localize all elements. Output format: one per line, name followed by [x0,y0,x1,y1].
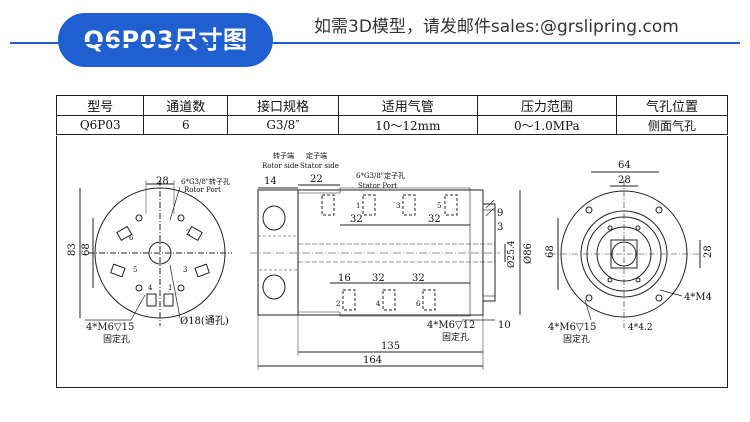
side-port-bottom [422,289,436,311]
left-port-num: 5 [133,266,137,274]
side-port-num: 6 [416,300,421,308]
right-m4-hole [635,225,641,231]
spec-cell-interface: G3/8″ [227,115,339,135]
side-port-top [362,194,376,216]
side-dim-32: 32 [428,214,441,225]
spec-table-row: Q6P03 6 G3/8″ 10～12mm 0～1.0MPa 侧面气孔 [55,115,728,135]
side-rotor-side-en: Rotor side [262,162,299,170]
left-dim-83: 83 [67,243,78,256]
side-dim-32: 32 [412,273,425,284]
left-port-num: 3 [183,266,187,274]
right-mount-sub: 固定孔 [563,333,590,345]
drawing-frame [56,136,728,388]
spec-table: 型号 通道数 接口规格 适用气管 压力范围 气孔位置 Q6P03 6 G3/8″… [55,95,728,135]
side-dim-254: Ø25.4 [506,240,517,268]
side-dim-135: 135 [381,341,400,352]
side-rotor-side-cn: 转子端 [273,151,294,160]
left-port-num: 4 [148,284,153,292]
left-dim-28: 28 [156,176,169,187]
right-dim-28v: 28 [703,245,714,258]
right-mount-label: 4*M6▽15 [548,322,596,333]
left-port-pocket [163,293,174,307]
side-dim-9: 9 [497,208,503,219]
side-port-num: 3 [396,202,400,210]
side-dim-10: 10 [498,320,511,331]
side-stator-port-label-en: Stator Port [358,182,397,190]
side-dim-164: 164 [363,355,382,366]
side-port-top [402,194,416,216]
left-mount-sub: 固定孔 [103,333,130,345]
left-dim-68: 68 [81,243,92,256]
left-mount-label: 4*M6▽15 [86,322,134,333]
side-dim-32: 32 [372,273,385,284]
side-port-num: 1 [356,202,360,210]
side-port-top [321,194,335,216]
side-dim-86: Ø86 [523,243,534,264]
spec-cell-pressure: 0～1.0MPa [476,115,618,135]
right-m4-label: 4*M4 [684,292,712,303]
left-end-view [79,180,232,326]
spec-cell-port-position: 侧面气孔 [616,115,728,135]
left-port-num: 2 [186,229,190,237]
side-dim-3: 3 [497,222,503,233]
contact-email: 如需3D模型，请发邮件sales:@grslipring.com [314,17,679,37]
left-port-pocket [110,263,126,278]
left-port-num: 6 [129,234,134,242]
side-port-bottom [382,289,396,311]
left-mount-hole [135,284,143,292]
side-flange-hole [262,274,286,300]
side-stator-side-en: Stator side [300,162,339,170]
side-view [250,184,521,370]
side-stator-stub [482,203,496,302]
left-port-pocket [194,263,210,278]
side-dim-32: 32 [350,214,363,225]
side-dim-22: 22 [310,174,323,185]
left-rotor-port-label-en: Rotor Port [184,186,221,194]
right-m4-hole [607,225,613,231]
right-dim-42: 4*4.2 [628,323,653,333]
left-rotor-port-label: 6*G3/8"转子孔 [181,177,230,186]
side-stator-port-label: 6*G3/8"定子孔 [356,171,405,180]
side-port-num: 5 [437,202,441,210]
right-m4-hole [635,277,641,283]
side-port-num: 4 [376,300,381,308]
side-rotor-flange [257,189,299,316]
spec-cell-tube: 10～12mm [337,115,478,135]
right-dim-64: 64 [618,160,631,171]
side-stator-side-cn: 定子端 [306,151,327,160]
side-main-body [297,189,484,316]
right-mount-hole [655,206,663,214]
left-mount-hole [135,214,143,222]
side-port-bottom [342,289,356,311]
right-dim-28: 28 [618,175,631,186]
side-dim-16: 16 [338,273,351,284]
side-mount-sub: 固定孔 [442,331,469,343]
left-port-pocket [146,293,157,307]
right-mount-hole [585,206,593,214]
spec-cell-model: Q6P03 [55,115,145,135]
left-through-label: Ø18(通孔) [180,315,229,327]
side-mount-label: 4*M6▽12 [427,320,475,331]
side-port-num: 2 [336,300,340,308]
right-dim-68: 68 [545,245,556,258]
left-port-pocket [116,225,133,242]
left-port-pocket [186,225,203,242]
side-dim-14: 14 [264,176,277,187]
side-flange-hole [262,205,286,231]
right-mount-hole [655,294,663,302]
title-badge: Q6P03尺寸图 [58,13,273,67]
left-mount-hole [177,284,185,292]
left-mount-hole [177,214,185,222]
side-port-top [444,194,458,216]
left-port-num: 1 [168,284,172,292]
right-mount-hole [585,294,593,302]
right-end-view [550,171,701,328]
header-divider [10,42,740,44]
right-m4-hole [607,277,613,283]
